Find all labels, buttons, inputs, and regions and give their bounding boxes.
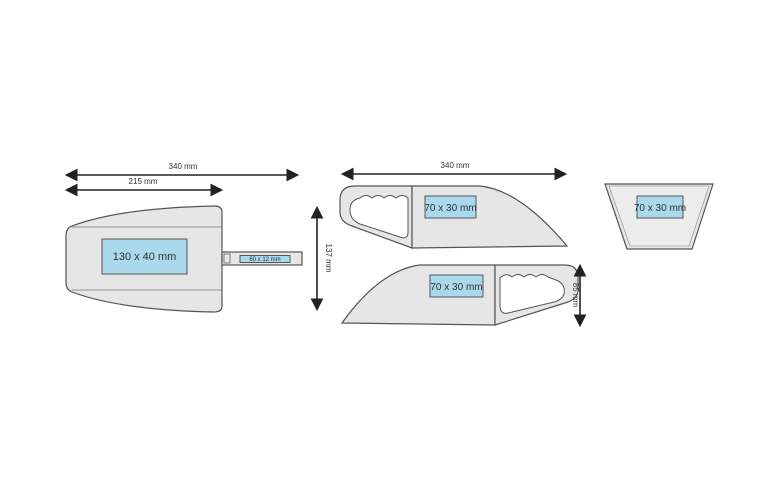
- scoop-width-label: 137 mm: [324, 244, 333, 273]
- knife-height-label: 85 mm: [571, 283, 580, 308]
- knife-bottom-drawing: 70 x 30 mm: [340, 264, 579, 326]
- side-view-print-area: [636, 195, 684, 219]
- knife-length-label: 340 mm: [441, 161, 470, 170]
- scoop-body-print-area: [101, 238, 188, 275]
- scoop-handle-print-label: 60 x 12 mm: [249, 257, 280, 263]
- scoop-length-label: 340 mm: [169, 162, 198, 171]
- knife-top-print-area: [424, 195, 477, 219]
- side-view-print-label: 70 x 30 mm: [634, 203, 686, 214]
- scoop-drawing: 130 x 40 mm 60 x 12 mm: [65, 205, 303, 313]
- knife-bottom-print-area: [429, 274, 484, 298]
- knife-bottom-print-label: 70 x 30 mm: [430, 282, 482, 293]
- side-view-drawing: 70 x 30 mm: [604, 183, 714, 250]
- scoop-blade-label: 215 mm: [129, 177, 158, 186]
- scoop-handle-print-area: [239, 255, 291, 263]
- knife-top-drawing: 70 x 30 mm: [339, 185, 569, 249]
- scoop-body-print-label: 130 x 40 mm: [113, 251, 177, 263]
- knife-top-print-label: 70 x 30 mm: [424, 203, 476, 214]
